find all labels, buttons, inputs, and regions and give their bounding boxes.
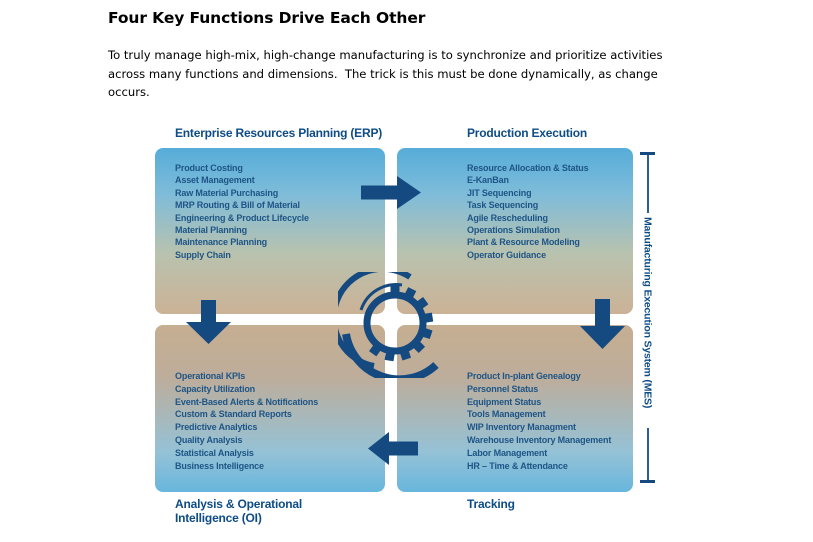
list-item: Agile Rescheduling — [467, 212, 548, 223]
mes-bracket-line-upper — [647, 155, 649, 213]
list-item: Product In-plant Genealogy — [467, 371, 581, 381]
list-item: Event-Based Alerts & Notifications — [175, 396, 319, 407]
list-item: Tools Management — [467, 409, 546, 420]
list-item: MRP Routing & Bill of Material — [175, 200, 300, 211]
list-item: Operational KPIs — [175, 371, 246, 381]
list-item: HR – Time & Attendance — [467, 460, 568, 471]
production-execution-panel — [397, 148, 633, 314]
arrow-production-to-tracking-icon — [580, 299, 625, 349]
list-item: Capacity Utilization — [175, 383, 256, 394]
list-item: Warehouse Inventory Management — [467, 434, 612, 445]
gear-sync-icon — [338, 272, 439, 378]
list-item: JIT Sequencing — [467, 187, 532, 198]
mes-bracket-line-lower — [647, 428, 649, 480]
production-execution-header: Production Execution — [467, 126, 588, 140]
list-item: Material Planning — [175, 224, 247, 235]
list-item: Quality Analysis — [175, 434, 243, 445]
list-item: Raw Material Purchasing — [175, 187, 279, 198]
list-item: Labor Management — [467, 447, 548, 458]
analysis-oi-header-line2: Intelligence (OI) — [175, 510, 262, 525]
arrow-erp-to-analysis-icon — [186, 300, 231, 344]
list-item: Maintenance Planning — [175, 237, 268, 248]
list-item: Operator Guidance — [467, 249, 546, 260]
list-item: Plant & Resource Modeling — [467, 237, 580, 248]
list-item: WIP Inventory Managment — [467, 422, 576, 433]
mes-bracket-label: Manufacturing Execution System (MES) — [641, 217, 654, 409]
list-item: Business Intelligence — [175, 460, 264, 471]
list-item: Resource Allocation & Status — [467, 163, 589, 173]
list-item: Product Costing — [175, 163, 243, 173]
mes-bracket-top-cap — [640, 152, 655, 155]
tracking-header: Tracking — [467, 497, 515, 511]
list-item: Custom & Standard Reports — [175, 409, 292, 420]
intro-paragraph: To truly manage high-mix, high-change ma… — [108, 48, 667, 100]
analysis-oi-header-line1: Analysis & Operational — [175, 497, 302, 511]
list-item: Operations Simulation — [467, 224, 560, 235]
list-item: Predictive Analytics — [175, 422, 258, 433]
page-title: Four Key Functions Drive Each Other — [108, 9, 426, 27]
analysis-oi-header: Analysis & Operational Intelligence (OI) — [175, 497, 302, 525]
list-item: Equipment Status — [467, 396, 542, 407]
list-item: Personnel Status — [467, 383, 539, 394]
list-item: Supply Chain — [175, 249, 231, 260]
list-item: E-KanBan — [467, 175, 509, 186]
list-item: Engineering & Product Lifecycle — [175, 212, 309, 223]
erp-header: Enterprise Resources Planning (ERP) — [175, 126, 383, 140]
list-item: Statistical Analysis — [175, 447, 254, 458]
mes-bracket-bottom-cap — [640, 480, 655, 483]
tracking-panel — [397, 325, 633, 492]
list-item: Task Sequencing — [467, 200, 539, 211]
list-item: Asset Management — [175, 175, 255, 186]
arrow-tracking-to-analysis-icon — [368, 432, 418, 465]
arrow-erp-to-production-icon — [361, 176, 421, 209]
